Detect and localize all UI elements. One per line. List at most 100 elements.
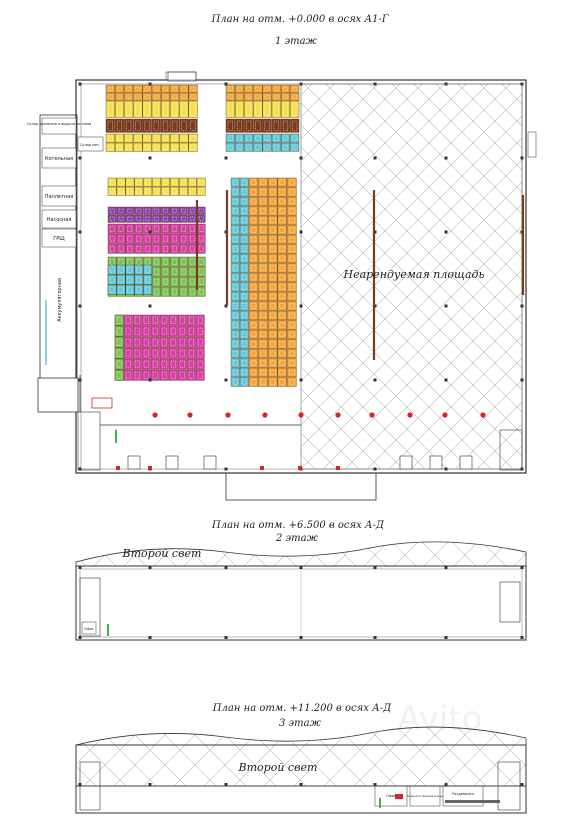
rack-slot [241,350,247,357]
rack-slot [161,338,167,346]
rack-cell [277,253,287,264]
rack-slot [189,258,195,265]
structural-column [299,230,303,234]
rack-slot [241,369,247,376]
structural-column [299,378,303,382]
rack-cell [125,223,135,234]
rack-slot [250,198,257,205]
rack-cell [125,233,135,244]
rack-cell [277,291,287,302]
rack-cell [258,310,268,321]
rack-cell [187,286,197,297]
rack-cell [248,377,259,387]
rack-slot [279,274,286,281]
rack-slot [260,312,266,319]
rack-cell [177,314,187,326]
rack-cell [124,118,134,133]
rack-cell [253,118,263,133]
structural-column [444,566,448,569]
rack-cell [244,100,254,118]
rack-slot [250,341,257,347]
rack-cell [230,301,240,311]
rack-cell [170,266,179,277]
rack-cell [143,233,153,244]
rack-cell [268,320,278,330]
rack-cell [248,272,259,283]
rack-cell [253,142,263,152]
structural-column [299,636,303,639]
rack-cell [161,206,170,215]
loading-dock [225,472,377,501]
rack-cell [107,214,117,223]
rack-slot [227,144,233,150]
structural-column [520,566,524,569]
rack-cell [125,264,135,275]
rack-slot [289,217,295,224]
rack-slot [136,245,142,252]
rack-cell [248,234,259,245]
rack-cell [277,339,287,349]
rack-slot [232,360,238,366]
rack-cell [281,84,291,93]
rack-cell [277,358,287,368]
rack-cell [230,282,240,292]
rack-cell [195,347,205,359]
rack-slot [172,225,177,232]
rack-slot [241,284,247,290]
rack-slot [152,338,158,346]
structural-column [299,82,303,86]
rack-slot [232,246,238,252]
rack-slot [162,135,169,141]
rack-cell [195,369,205,381]
rack-slot [116,102,123,116]
rack-cell [161,276,170,287]
rack-cell [230,272,240,283]
rack-slot [181,86,187,91]
rack-cell [239,244,249,254]
rack-cell [177,336,187,348]
rack-cell [258,282,268,292]
rack-slot [144,144,150,150]
rack-slot [153,94,159,99]
rack-cell [142,118,152,133]
rack-slot [163,288,168,295]
rack-slot [145,208,151,213]
rack-cell [268,253,278,264]
rack-slot [163,179,168,185]
rack-cell [105,100,115,118]
structural-column [148,156,152,160]
floor1-title: План на отм. +0.000 в осях А1-Г [211,14,389,25]
rack-cell [268,244,278,254]
rack-cell [150,347,160,359]
rack-cell [230,215,240,226]
rack-cell [142,84,152,93]
rack-cell [125,214,135,223]
rack-block [107,206,206,223]
bench [470,800,500,803]
rack-cell [114,358,124,370]
rack-slot [292,144,298,150]
room-material-storage: Склад мат. [80,143,100,147]
rack-slot [109,188,115,194]
loading-gate [459,455,473,470]
rack-cell [290,84,300,93]
rack-cell [179,100,189,118]
rack-cell [160,100,170,118]
rack-slot [172,278,177,285]
rack-block [105,118,198,133]
rack-slot [232,208,238,214]
rack-cell [114,347,124,359]
rack-slot [289,312,295,319]
rack-slot [172,86,178,91]
rack-slot [162,102,169,116]
rack-cell [239,358,249,368]
rack-slot [144,86,150,91]
rack-cell [277,196,287,207]
rack-slot [161,316,167,324]
rack-cell [170,84,180,93]
structural-column [373,783,377,786]
rack-cell [177,347,187,359]
rack-slot [118,258,124,265]
rack-slot [136,276,142,283]
rack-slot [136,179,142,185]
